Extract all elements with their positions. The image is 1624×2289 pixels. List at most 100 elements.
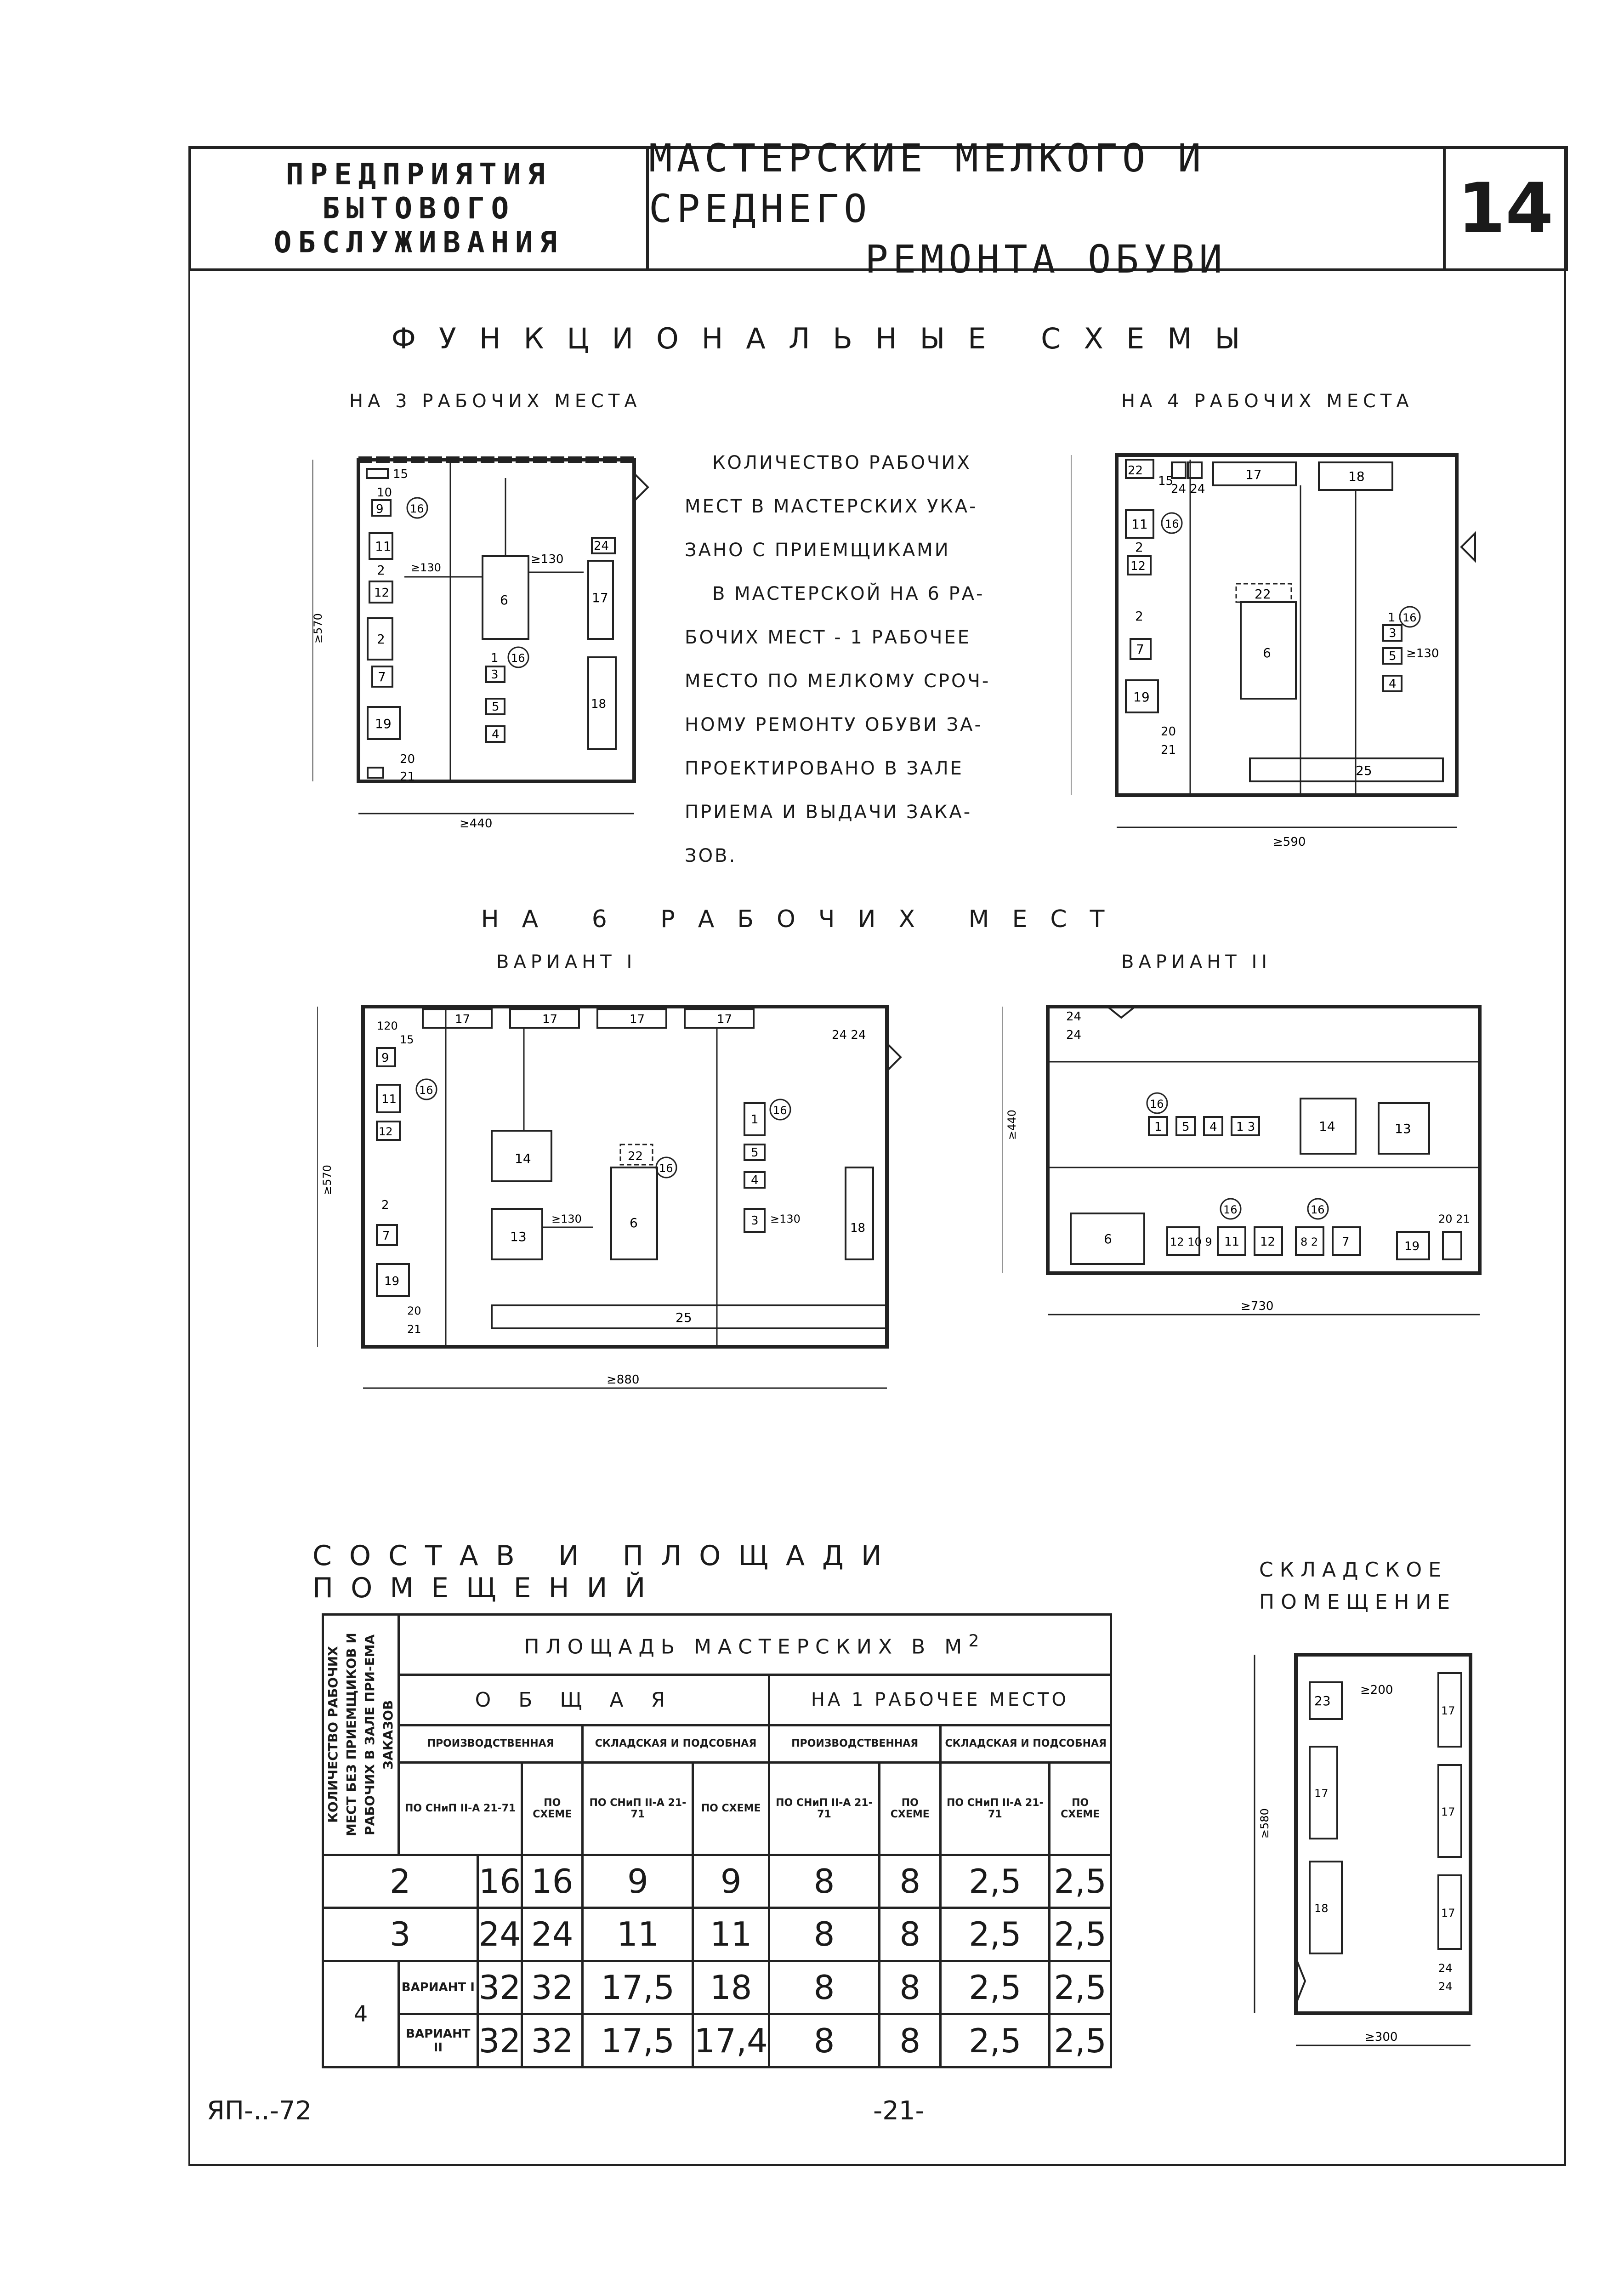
total-header: ОБЩАЯ [397, 1673, 770, 1727]
col-scheme: ПО СХЕМЕ [1048, 1761, 1112, 1856]
svg-text:2: 2 [1135, 609, 1143, 624]
svg-text:16: 16 [1165, 518, 1179, 530]
cell: 2,5 [939, 1853, 1051, 1909]
svg-text:2: 2 [377, 563, 385, 578]
svg-text:7: 7 [1136, 642, 1144, 657]
cell: 2,5 [1048, 2013, 1112, 2068]
svg-text:4: 4 [1209, 1120, 1217, 1134]
svg-text:6: 6 [630, 1215, 638, 1230]
svg-text:18: 18 [591, 697, 606, 711]
svg-text:13: 13 [1395, 1121, 1411, 1136]
svg-text:18: 18 [1314, 1902, 1329, 1915]
note-line: МЕСТО ПО МЕЛКОМУ СРОЧ- [685, 671, 991, 692]
cell: 24 [521, 1907, 584, 1962]
note-line: БОЧИХ МЕСТ - 1 РАБОЧЕЕ [685, 627, 971, 648]
series-title-line-3: ОБСЛУЖИВАНИЯ [273, 226, 564, 260]
svg-text:12: 12 [1130, 559, 1146, 573]
cell: 8 [878, 2013, 942, 2068]
sheet-title-line-1: МАСТЕРСКИЕ МЕЛКОГО И СРЕДНЕГО [649, 136, 1206, 231]
svg-text:≥130: ≥130 [1406, 647, 1439, 661]
svg-text:7: 7 [382, 1229, 390, 1243]
storage-room-plan: ≥300 ≥580 23 ≥200 17 17 17 18 17 24 24 [1254, 1653, 1472, 2046]
svg-text:6: 6 [1263, 645, 1271, 661]
row-variant: ВАРИАНТ II [397, 2013, 479, 2068]
cell: 2,5 [939, 1959, 1051, 2016]
svg-text:10: 10 [377, 486, 392, 500]
svg-text:22: 22 [628, 1150, 643, 1163]
sheet-title: МАСТЕРСКИЕ МЕЛКОГО И СРЕДНЕГО РЕМОНТА ОБ… [649, 136, 1446, 282]
svg-text:≥130: ≥130 [770, 1213, 801, 1225]
cell: 8 [878, 1959, 942, 2016]
svg-text:4: 4 [751, 1173, 759, 1187]
cell: 32 [521, 1959, 584, 2016]
col-snip: ПО СНиП II-А 21-71 [397, 1761, 523, 1856]
svg-text:24: 24 [1066, 1010, 1081, 1024]
svg-text:24: 24 [1066, 1028, 1081, 1042]
svg-text:18: 18 [1348, 469, 1365, 484]
note-line: НОМУ РЕМОНТУ ОБУВИ ЗА- [685, 714, 983, 735]
table-row: 2 16 16 9 9 8 8 2,5 2,5 [322, 1853, 1112, 1909]
svg-text:3: 3 [491, 668, 499, 682]
cell: 16 [521, 1853, 584, 1909]
svg-text:21: 21 [407, 1323, 421, 1336]
svg-text:22: 22 [1255, 586, 1271, 602]
svg-text:24: 24 [594, 539, 609, 553]
svg-text:7: 7 [378, 669, 386, 684]
svg-text:3: 3 [1389, 626, 1397, 640]
cell: 17,5 [581, 1959, 694, 2016]
plan-3-workplaces: ≥440 ≥570 15 10 9 16 11 2 12 2 7 19 20 2… [312, 456, 649, 831]
row-places: 2 [322, 1853, 479, 1909]
row-places: 3 [322, 1907, 479, 1962]
storage-label-1: СКЛАДСКОЕ [1259, 1558, 1448, 1582]
cell: 32 [476, 1959, 523, 2016]
variant-2-width-dim: ≥730 [1241, 1299, 1273, 1313]
cell: 9 [692, 1853, 770, 1909]
svg-text:12: 12 [379, 1125, 393, 1138]
cell: 17,4 [692, 2013, 770, 2068]
svg-text:24: 24 [1438, 1962, 1453, 1975]
cell: 2,5 [939, 1907, 1051, 1962]
plan-4-label: НА 4 РАБОЧИХ МЕСТА [1121, 391, 1414, 412]
svg-text:20 21: 20 21 [1438, 1213, 1470, 1225]
svg-text:25: 25 [676, 1310, 692, 1325]
svg-text:17: 17 [1441, 1704, 1455, 1717]
svg-text:19: 19 [1404, 1240, 1420, 1253]
col-snip: ПО СНиП II-А 21-71 [767, 1761, 881, 1856]
svg-text:24 24: 24 24 [1171, 482, 1205, 496]
svg-text:21: 21 [400, 770, 415, 784]
svg-text:11: 11 [375, 539, 392, 554]
table-row: ВАРИАНТ II 32 32 17,5 17,4 8 8 2,5 2,5 [323, 2013, 1112, 2068]
series-title-line-2: БЫТОВОГО [322, 192, 516, 226]
svg-text:20: 20 [400, 752, 415, 766]
title-block: ПРЕДПРИЯТИЯ БЫТОВОГО ОБСЛУЖИВАНИЯ МАСТЕР… [188, 136, 1568, 282]
cell: 24 [476, 1907, 523, 1962]
svg-text:12 10 9: 12 10 9 [1170, 1236, 1212, 1248]
svg-text:11: 11 [381, 1093, 397, 1106]
svg-text:5: 5 [1389, 649, 1397, 663]
areas-table: КОЛИЧЕСТВО РАБОЧИХ МЕСТ БЕЗ ПРИЕМЩИКОВ И… [322, 1613, 1113, 2069]
svg-text:11: 11 [1131, 517, 1148, 532]
svg-text:19: 19 [375, 716, 392, 731]
svg-text:16: 16 [410, 502, 424, 515]
svg-text:16: 16 [1223, 1203, 1238, 1216]
table-row: 3 24 24 11 11 8 8 2,5 2,5 [322, 1907, 1112, 1962]
col-snip: ПО СНиП II-А 21-71 [581, 1761, 694, 1856]
svg-text:5: 5 [492, 700, 500, 714]
svg-text:17: 17 [630, 1013, 645, 1026]
cell: 8 [767, 1959, 881, 2016]
main-header-sup: 2 [968, 1630, 986, 1651]
cell: 32 [476, 2013, 523, 2068]
variant-1-label: ВАРИАНТ I [496, 951, 637, 973]
svg-text:14: 14 [1319, 1119, 1335, 1134]
variant-1-width-dim: ≥880 [607, 1373, 639, 1387]
svg-text:17: 17 [1441, 1907, 1455, 1919]
svg-text:6: 6 [1104, 1231, 1112, 1247]
svg-text:5: 5 [1182, 1120, 1190, 1134]
svg-text:23: 23 [1314, 1693, 1331, 1708]
svg-text:14: 14 [515, 1151, 531, 1166]
svg-text:16: 16 [1150, 1098, 1164, 1110]
cell: 8 [767, 1907, 881, 1962]
svg-text:≥130: ≥130 [551, 1213, 582, 1225]
svg-text:11: 11 [1224, 1235, 1239, 1249]
cell: 32 [521, 2013, 584, 2068]
